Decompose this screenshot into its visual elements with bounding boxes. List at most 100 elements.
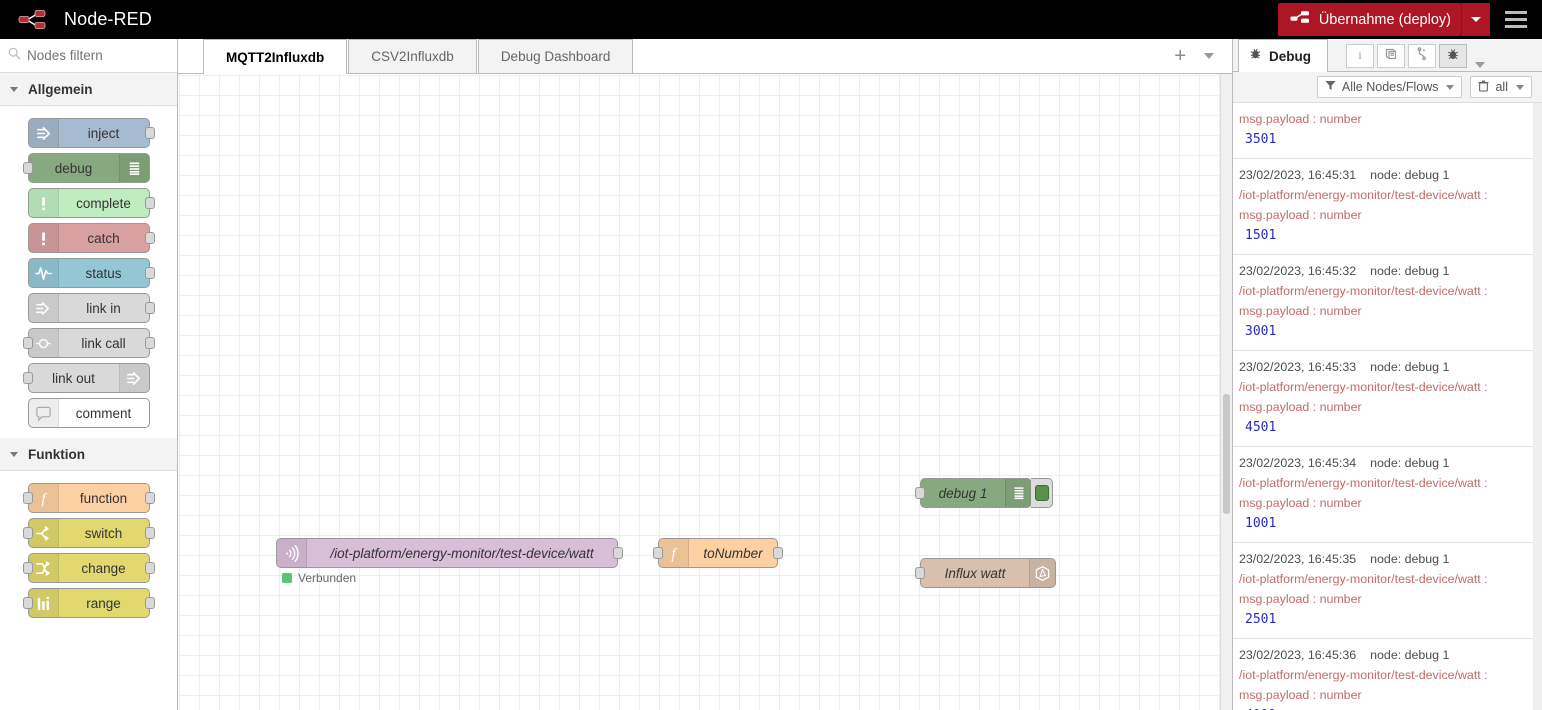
node-input-port[interactable] — [23, 162, 33, 174]
node-input-port[interactable] — [23, 492, 33, 504]
sidebar-button-config-nodes[interactable] — [1408, 44, 1436, 68]
status-label: Verbunden — [298, 571, 356, 585]
palette-node-debug[interactable]: debug — [28, 153, 150, 183]
tab-debug[interactable]: Debug — [1238, 39, 1328, 72]
node-palette: Allgemein inject debug complete catch status l… — [0, 39, 178, 710]
palette-node-link-in[interactable]: link in — [28, 293, 150, 323]
palette-search[interactable] — [0, 39, 177, 73]
palette-node-label: range — [59, 596, 149, 611]
palette-node-complete[interactable]: complete — [28, 188, 150, 218]
debug-clear-button[interactable]: all — [1470, 76, 1532, 98]
palette-node-status[interactable]: status — [28, 258, 150, 288]
svg-text:f: f — [41, 491, 47, 506]
debug-property: msg.payload : number — [1239, 685, 1523, 705]
debug-message[interactable]: 23/02/2023, 16:45:32node: debug 1/iot-pl… — [1233, 255, 1533, 351]
chevron-down-icon[interactable] — [1475, 62, 1485, 71]
node-input-port[interactable] — [23, 372, 33, 384]
node-output-port[interactable] — [145, 267, 155, 279]
node-output-port[interactable] — [145, 127, 155, 139]
palette-node-label: link out — [29, 371, 119, 386]
debug-message-meta: 23/02/2023, 16:45:31node: debug 1 — [1239, 165, 1523, 185]
svg-text:i: i — [1358, 48, 1362, 61]
node-input-port[interactable] — [23, 337, 33, 349]
debug-message[interactable]: msg.payload : number3501 — [1233, 103, 1533, 159]
node-output-port[interactable] — [145, 337, 155, 349]
flow-tab-MQTT2Influxdb[interactable]: MQTT2Influxdb — [203, 39, 347, 74]
palette-node-comment[interactable]: comment — [28, 398, 150, 428]
debug-topic: /iot-platform/energy-monitor/test-device… — [1239, 569, 1523, 589]
debug-node-toggle-button[interactable] — [1031, 478, 1053, 508]
debug-message[interactable]: 23/02/2023, 16:45:36node: debug 1/iot-pl… — [1233, 639, 1533, 710]
flow-node-function[interactable]: ftoNumber — [658, 538, 778, 568]
debug-message[interactable]: 23/02/2023, 16:45:35node: debug 1/iot-pl… — [1233, 543, 1533, 639]
node-input-port[interactable] — [23, 527, 33, 539]
debug-message-meta: 23/02/2023, 16:45:33node: debug 1 — [1239, 357, 1523, 377]
search-input[interactable] — [27, 48, 167, 63]
debug-message[interactable]: 23/02/2023, 16:45:31node: debug 1/iot-pl… — [1233, 159, 1533, 255]
debug-property: msg.payload : number — [1239, 589, 1523, 609]
node-red-logo-icon — [18, 9, 54, 31]
palette-node-function[interactable]: ffunction — [28, 483, 150, 513]
flow-node-label: debug 1 — [921, 486, 1005, 501]
node-input-port[interactable] — [653, 547, 663, 559]
node-output-port[interactable] — [145, 302, 155, 314]
debug-node-led — [1035, 485, 1049, 501]
palette-category-allgemein[interactable]: Allgemein — [0, 73, 177, 106]
debug-message-meta: 23/02/2023, 16:45:35node: debug 1 — [1239, 549, 1523, 569]
plus-icon[interactable]: + — [1174, 46, 1186, 66]
node-input-port[interactable] — [915, 567, 925, 579]
sidebar-button-bug[interactable] — [1439, 44, 1467, 68]
node-input-port[interactable] — [915, 487, 925, 499]
palette-node-switch[interactable]: switch — [28, 518, 150, 548]
main-menu-button[interactable] — [1490, 0, 1542, 39]
flow-tab-CSV2Influxdb[interactable]: CSV2Influxdb — [348, 39, 477, 73]
flow-canvas[interactable]: /iot-platform/energy-monitor/test-device… — [178, 74, 1232, 710]
palette-node-link-out[interactable]: link out — [28, 363, 150, 393]
deploy-button[interactable]: Übernahme (deploy) — [1278, 3, 1461, 36]
debug-list-icon — [119, 154, 149, 182]
node-output-port[interactable] — [145, 527, 155, 539]
debug-toolbar: Alle Nodes/Flows all — [1233, 72, 1542, 102]
flow-node-mqtt-in[interactable]: /iot-platform/energy-monitor/test-device… — [276, 538, 618, 568]
flow-canvas-wrapper: /iot-platform/energy-monitor/test-device… — [178, 74, 1232, 710]
debug-filter-button[interactable]: Alle Nodes/Flows — [1317, 76, 1463, 98]
node-output-port[interactable] — [145, 597, 155, 609]
debug-message[interactable]: 23/02/2023, 16:45:34node: debug 1/iot-pl… — [1233, 447, 1533, 543]
deploy-menu-button[interactable] — [1462, 3, 1490, 36]
debug-message[interactable]: 23/02/2023, 16:45:33node: debug 1/iot-pl… — [1233, 351, 1533, 447]
palette-node-range[interactable]: range — [28, 588, 150, 618]
debug-clear-label: all — [1495, 80, 1508, 94]
node-input-port[interactable] — [23, 597, 33, 609]
palette-node-label: status — [59, 266, 149, 281]
palette-category-funktion[interactable]: Funktion — [0, 438, 177, 471]
palette-node-catch[interactable]: catch — [28, 223, 150, 253]
node-output-port[interactable] — [145, 232, 155, 244]
debug-scrollbar[interactable] — [1533, 103, 1542, 710]
palette-category-body: inject debug complete catch status link in lin… — [0, 106, 177, 438]
chevron-down-icon[interactable] — [1204, 53, 1214, 59]
exclamation-icon — [29, 189, 59, 217]
sidebar-button-info[interactable]: i — [1346, 44, 1374, 68]
debug-value: 2501 — [1239, 609, 1523, 631]
node-output-port[interactable] — [145, 492, 155, 504]
node-output-port[interactable] — [145, 562, 155, 574]
palette-node-link-call[interactable]: link call — [28, 328, 150, 358]
node-output-port[interactable] — [773, 547, 783, 559]
flow-tab-Debug Dashboard[interactable]: Debug Dashboard — [478, 39, 634, 73]
palette-node-change[interactable]: change — [28, 553, 150, 583]
chevron-down-icon — [10, 87, 18, 92]
debug-value: 4501 — [1239, 417, 1523, 439]
brand-area: Node-RED — [0, 9, 152, 31]
canvas-scrollbar[interactable] — [1220, 74, 1232, 710]
debug-topic: /iot-platform/energy-monitor/test-device… — [1239, 473, 1523, 493]
node-output-port[interactable] — [145, 197, 155, 209]
sidebar-button-help-book[interactable] — [1377, 44, 1405, 68]
node-input-port[interactable] — [23, 562, 33, 574]
flow-node-influx[interactable]: Influx watt — [920, 558, 1056, 588]
canvas-scrollbar-thumb[interactable] — [1223, 394, 1230, 514]
node-output-port[interactable] — [613, 547, 623, 559]
debug-message-list[interactable]: msg.payload : number350123/02/2023, 16:4… — [1233, 102, 1542, 710]
flow-node-debug[interactable]: debug 1 — [920, 478, 1032, 508]
deploy-label: Übernahme (deploy) — [1319, 12, 1451, 28]
palette-node-inject[interactable]: inject — [28, 118, 150, 148]
